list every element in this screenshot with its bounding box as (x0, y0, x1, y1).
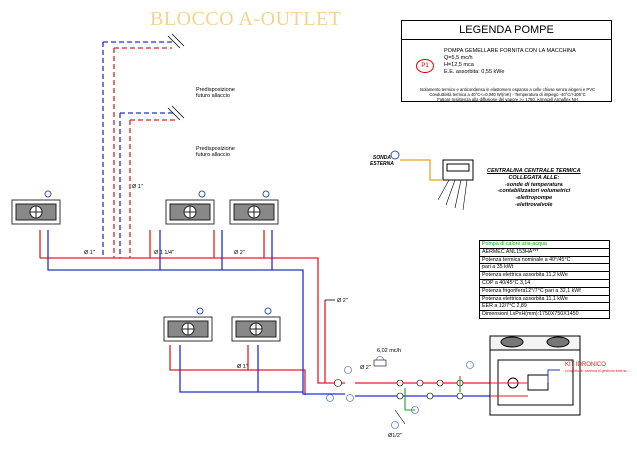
specs-row: COP a 40/45°C 3,14 (480, 280, 609, 288)
central-control-unit (390, 150, 474, 211)
pipe-diameter-label: Ø 1 1/4" (154, 250, 174, 256)
control-unit-title: CENTRALINA CENTRALE TERMICA (487, 168, 581, 174)
specs-row: Dimensioni LxPxH(mm):1750X750X1450 (482, 311, 579, 318)
fan-coil-units (11, 190, 281, 342)
probe-line: SONDA (372, 155, 391, 161)
legend-line: Q=5,5 mc/h (444, 55, 473, 61)
predisposition-label-1: Predisposizione futuro allaccio (196, 87, 235, 99)
insulation-note: Isolamento termico e anticondensa in ela… (406, 87, 609, 102)
pipe-diameter-label: Ø 1" (132, 184, 143, 190)
legend-line: POMPA GEMELLARE FORNITA CON LA MACCHINA (444, 48, 576, 54)
fan-coil-4 (163, 307, 213, 342)
specs-row: EER a 12/7°C 2,89 (480, 303, 609, 312)
fill-line (404, 376, 461, 411)
predisposition-label-2: Predisposizione futuro allaccio (196, 146, 235, 158)
predisposition-line: futuro allaccio (196, 152, 230, 158)
fan-coil-2 (165, 190, 215, 225)
pipe-diameter-label: Ø 2" (234, 250, 245, 256)
hydraulic-fittings (326, 356, 474, 429)
legend-line: H=12,5 mca (444, 62, 474, 68)
pump-tag: P1 (416, 59, 434, 73)
fan-coil-5 (231, 307, 281, 342)
control-unit-description: CENTRALINA CENTRALE TERMICA COLLEGATA AL… (487, 168, 581, 209)
flow-rate-label: 6,02 mc/h (377, 348, 402, 354)
note-line: Conduttività termica a 40°C<=0,040 W/(mK… (429, 92, 586, 97)
predisposition-line: Predisposizione (196, 87, 235, 93)
pipe-diameter-label: Ø 1" (84, 250, 95, 256)
supply-line (39, 230, 490, 395)
predisposition-line: Predisposizione (196, 146, 235, 152)
control-unit-item: -elettropompe (515, 195, 553, 202)
hydronic-kit-label: KIT IDRONICO (565, 362, 606, 368)
heat-pump-unit (489, 335, 581, 416)
specs-row: AERMEC ANL153HA*** (480, 249, 609, 257)
note-line: Isolamento termico e anticondensa in ela… (419, 87, 596, 92)
control-unit-item: -contabilizzatori volumetrici (497, 188, 571, 195)
probe-line: ESTERNA (370, 161, 394, 167)
specs-row: pari a 35 kWt (480, 264, 609, 273)
pipe-break-marks (167, 33, 185, 121)
pipe-diameter-label: Ø1/2" (388, 433, 402, 439)
predisposition-pipes (102, 41, 176, 258)
legend-details: POMPA GEMELLARE FORNITA CON LA MACCHINA … (444, 48, 576, 76)
specs-row: Potenza termica nominale a 40°/45°C (480, 257, 609, 265)
control-unit-item: -sonde di temperatura (504, 181, 563, 188)
page-title: BLOCCO A-OUTLET (150, 8, 342, 30)
specs-row: Potenza elettrica assorbita 11,2 kWe (480, 272, 609, 280)
specs-header: Pompa di calore aria-acqua (480, 241, 609, 249)
hydronic-kit-note: completo di: sistema di gestione interna… (565, 369, 632, 373)
probe-label: SONDA ESTERNA (370, 155, 394, 167)
control-unit-subtitle: COLLEGATA ALLE: (508, 174, 560, 181)
control-unit-item: -elettrovalvole (515, 201, 553, 208)
pipe-diameter-label: Ø 2" (337, 298, 348, 304)
predisposition-line: futuro allaccio (196, 93, 230, 99)
fan-coil-3 (229, 190, 279, 225)
note-line: Fattore resistenza alla diffusione del v… (437, 97, 578, 102)
specs-row: Potenza frigorifera12°/7°C pari a 32,1 k… (480, 288, 609, 296)
fan-coil-1 (11, 190, 61, 225)
pipe-diameter-label: Ø 2" (360, 365, 371, 371)
pipe-diameter-label: Ø 1" (237, 364, 248, 370)
pump-legend: LEGENDA POMPE P1 POMPA GEMELLARE FORNITA… (401, 20, 612, 102)
specs-row: Potenza elettrica assorbita 11,1 kWe (480, 296, 609, 304)
return-line (47, 230, 490, 397)
legend-line: E.E. assorbita: 0,55 kWe (444, 69, 505, 75)
heat-pump-specs: Pompa di calore aria-acqua AERMEC ANL153… (479, 240, 610, 319)
legend-title: LEGENDA POMPE (402, 24, 611, 40)
